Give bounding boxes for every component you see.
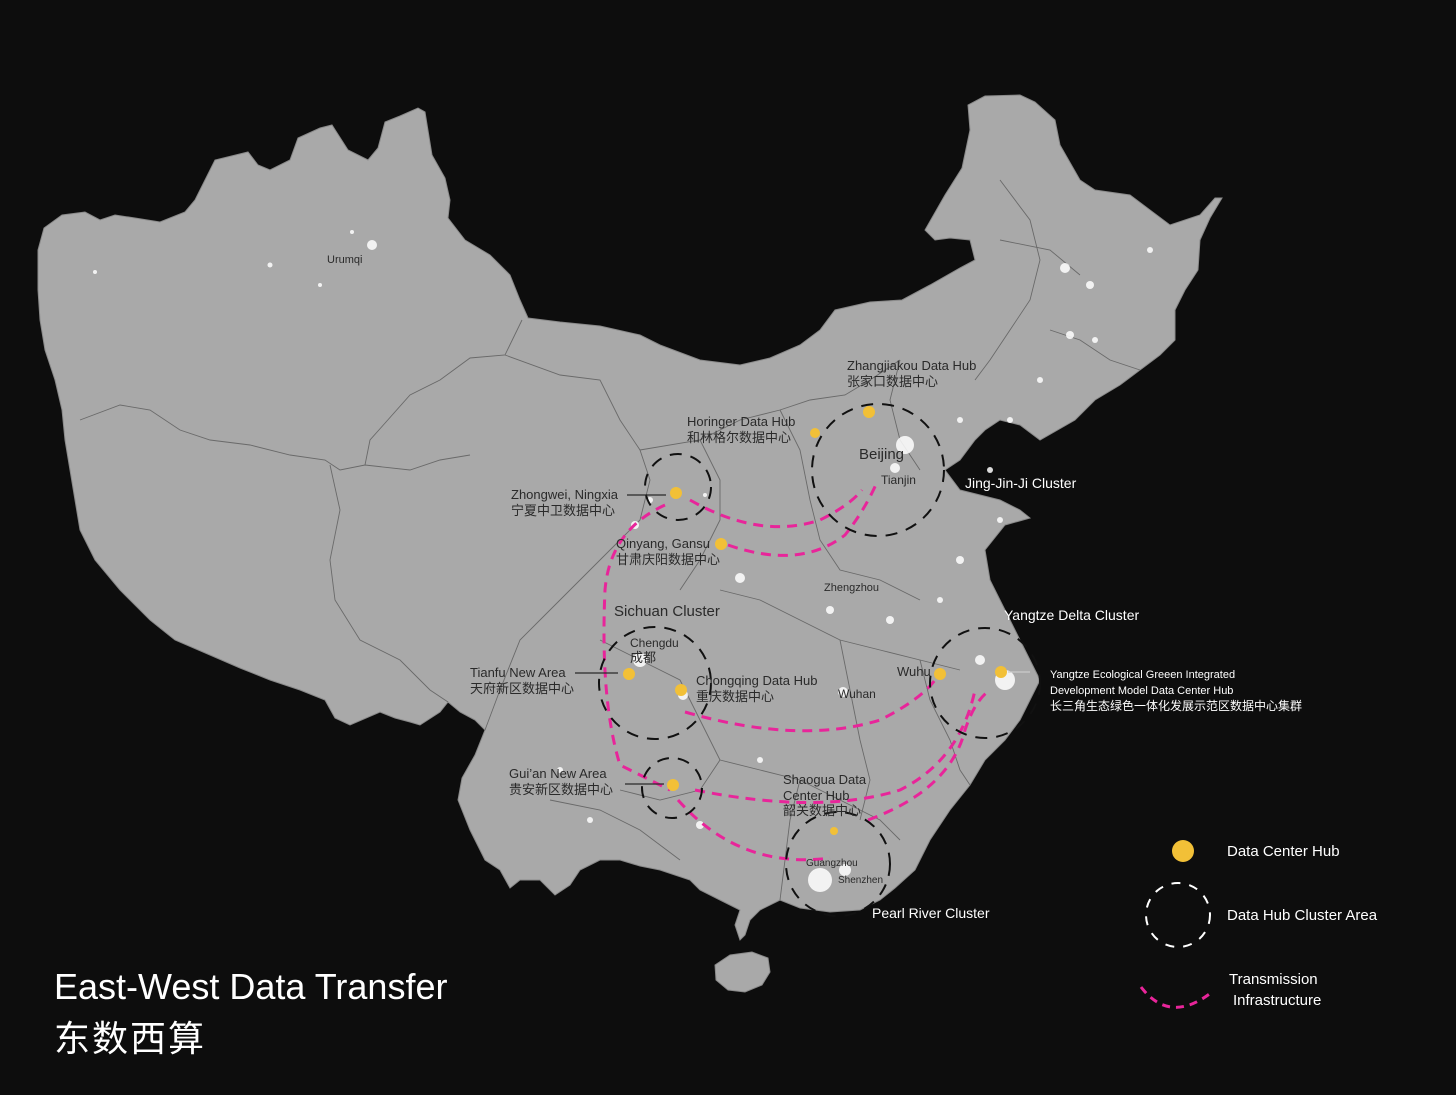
hub-label-yangtze-green-zh: 长三角生态绿色一体化发展示范区数据中心集群 xyxy=(1050,699,1303,714)
hub-label-yangtze-green: Yangtze Ecological Greeen Integrated Dev… xyxy=(1050,669,1302,714)
cluster-circle-zhongwei xyxy=(644,453,712,521)
legend-label-cluster: Data Hub Cluster Area xyxy=(1227,907,1378,924)
legend-cluster-icon xyxy=(1145,882,1211,948)
city-label-chengdu: Chengdu 成都 xyxy=(630,636,679,666)
leader-lines xyxy=(575,494,1030,785)
cluster-label-jingjinji: Jing-Jin-Ji Cluster xyxy=(965,475,1077,491)
province-borders xyxy=(79,179,1141,901)
hub-label-zhangjiakou-en: Zhangjiakou Data Hub xyxy=(847,358,977,373)
transmission-guian-yangtze-2 xyxy=(676,799,831,862)
hub-label-yangtze-green-en-1: Yangtze Ecological Greeen Integrated xyxy=(1050,669,1236,681)
legend-graphics xyxy=(1139,840,1213,1009)
hub-label-chongqing: Chongqing Data Hub 重庆数据中心 xyxy=(696,673,817,704)
cluster-circle-pearl xyxy=(785,811,891,917)
cluster-label-pearl-river: Pearl River Cluster xyxy=(872,905,990,921)
hub-qinyang xyxy=(715,538,727,550)
transmission-zhongwei-beijing xyxy=(689,489,864,529)
cluster-circle-sichuan xyxy=(598,626,712,740)
cluster-label-sichuan: Sichuan Cluster xyxy=(614,603,720,620)
hub-label-zhongwei-zh: 宁夏中卫数据中心 xyxy=(511,502,616,518)
city-label-chengdu-en: Chengdu xyxy=(630,636,679,650)
hub-label-qinyang: Qinyang, Gansu 甘肃庆阳数据中心 xyxy=(616,536,720,567)
transmission-sichuan-west xyxy=(602,503,671,792)
hub-zhangjiakou xyxy=(863,406,875,418)
hainan-island xyxy=(714,951,771,993)
city-label-urumqi: Urumqi xyxy=(327,254,363,266)
city-label-beijing: Beijing xyxy=(859,446,905,463)
hub-label-horinger: Horinger Data Hub 和林格尔数据中心 xyxy=(687,414,795,445)
hub-label-shaoguan-en-2: Center Hub xyxy=(783,787,850,803)
city-lights xyxy=(93,230,1153,892)
city-label-guangzhou: Guangzhou xyxy=(806,858,858,869)
hub-label-zhongwei: Zhongwei, Ningxia 宁夏中卫数据中心 xyxy=(511,487,618,518)
legend-label-transmission: Transmission Infrastructure xyxy=(1229,969,1321,1011)
transmission-qinyang-tianjin xyxy=(727,479,880,557)
hub-label-guian-zh: 贵安新区数据中心 xyxy=(509,781,614,797)
hub-label-horinger-en: Horinger Data Hub xyxy=(687,414,796,429)
hub-label-guian-en: Gui’an New Area xyxy=(509,766,607,781)
hub-chongqing xyxy=(675,684,687,696)
hub-label-zhangjiakou-zh: 张家口数据中心 xyxy=(847,373,939,389)
transmission-chongqing-wuhu xyxy=(684,679,937,733)
hub-label-tianfu-zh: 天府新区数据中心 xyxy=(470,680,575,696)
legend-transmission-icon xyxy=(1139,986,1213,1009)
city-label-tianjin: Tianjin xyxy=(881,473,916,487)
city-label-zhengzhou: Zhengzhou xyxy=(824,582,880,594)
hub-wuhu xyxy=(934,668,946,680)
hub-label-shaoguan-en-1: Shaogua Data xyxy=(783,772,867,787)
hub-label-chongqing-en: Chongqing Data Hub xyxy=(696,673,818,688)
hub-label-zhongwei-en: Zhongwei, Ningxia xyxy=(511,487,618,502)
hub-label-tianfu-en: Tianfu New Area xyxy=(470,665,566,680)
hub-horinger xyxy=(810,428,820,438)
hub-label-shaoguan-zh: 韶关数据中心 xyxy=(783,803,862,819)
hub-label-tianfu: Tianfu New Area 天府新区数据中心 xyxy=(470,665,574,696)
transmission-shaoguan-yangtze xyxy=(867,688,991,822)
data-center-hubs xyxy=(623,406,1007,835)
hub-label-zhangjiakou: Zhangjiakou Data Hub 张家口数据中心 xyxy=(847,358,976,389)
cluster-label-yangtze-delta: Yangtze Delta Cluster xyxy=(1004,607,1140,623)
city-label-wuhu: Wuhu xyxy=(897,664,931,679)
hub-tianfu xyxy=(623,668,635,680)
cluster-circle-guian xyxy=(641,757,703,819)
hub-guian xyxy=(667,779,679,791)
map-title: East-West Data Transfer 东数西算 xyxy=(54,966,447,1062)
hub-label-yangtze-green-en-2: Development Model Data Center Hub xyxy=(1050,685,1234,698)
city-label-chengdu-zh: 成都 xyxy=(630,650,657,666)
cluster-areas xyxy=(598,403,1041,917)
transmission-lines xyxy=(602,479,991,862)
city-label-shenzhen: Shenzhen xyxy=(838,875,884,886)
map-title-chinese: 东数西算 xyxy=(54,1018,207,1059)
hub-label-qinyang-zh: 甘肃庆阳数据中心 xyxy=(616,551,721,567)
cluster-circle-yangtze xyxy=(929,627,1041,739)
hub-zhongwei xyxy=(670,487,682,499)
china-landmass xyxy=(37,94,1223,941)
hub-label-qinyang-en: Qinyang, Gansu xyxy=(616,536,710,551)
legend-hub-icon xyxy=(1172,840,1194,862)
legend-label-transmission-2: Infrastructure xyxy=(1233,992,1322,1009)
transmission-guian-yangtze-1 xyxy=(694,689,977,804)
hub-shaoguan xyxy=(830,827,838,835)
hub-label-horinger-zh: 和林格尔数据中心 xyxy=(687,429,792,445)
map-title-english: East-West Data Transfer xyxy=(54,966,448,1007)
hub-label-shaoguan: Shaogua Data Center Hub 韶关数据中心 xyxy=(783,772,866,819)
legend-label-hub: Data Center Hub xyxy=(1227,843,1340,860)
hub-yangtze-green xyxy=(995,666,1007,678)
legend-label-transmission-1: Transmission xyxy=(1229,971,1318,988)
cluster-circle-jingjinji xyxy=(811,403,945,537)
hub-label-guian: Gui’an New Area 贵安新区数据中心 xyxy=(509,766,613,797)
city-label-wuhan: Wuhan xyxy=(838,687,876,701)
hub-label-chongqing-zh: 重庆数据中心 xyxy=(696,688,775,704)
